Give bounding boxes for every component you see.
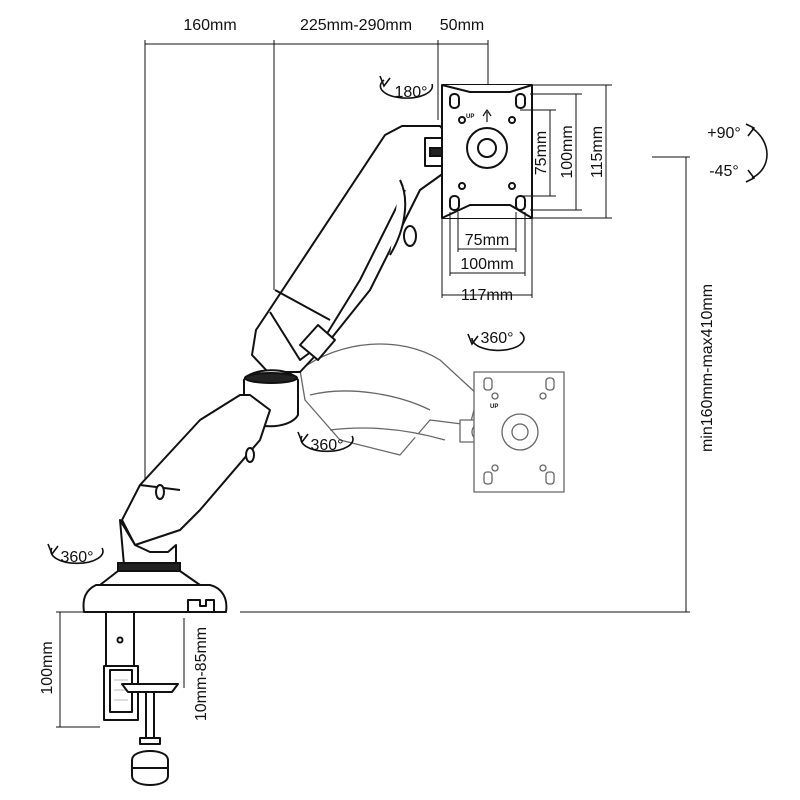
dim-vesa-h-100: 100mm <box>460 256 513 273</box>
rotation-label-middle: 360° <box>310 437 343 454</box>
dim-vesa-v-75: 75mm <box>533 131 550 175</box>
tilt-label-up: +90° <box>707 125 741 142</box>
dim-top-left-offset: 160mm <box>183 17 236 34</box>
dim-vesa-v-100: 100mm <box>559 125 576 178</box>
base-plate <box>82 584 228 613</box>
base-column <box>99 519 201 586</box>
lower-arm <box>121 394 271 546</box>
height-dimension-lines <box>240 156 690 613</box>
rotation-arrow-360-middle-icon <box>297 431 354 453</box>
ghost-arm <box>299 343 489 456</box>
vesa-vertical-dimension-lines <box>520 84 612 219</box>
tilt-label-down: -45° <box>709 163 739 180</box>
dim-plate-offset: 50mm <box>440 17 484 34</box>
rotation-label-base: 360° <box>60 549 93 566</box>
dim-arm-reach: 225mm-290mm <box>300 17 412 34</box>
desk-clamp <box>103 611 179 786</box>
dim-plate-width: 117mm <box>461 287 513 304</box>
upper-arm <box>251 125 454 373</box>
ghost-vesa-plate: UP <box>473 371 565 493</box>
dim-plate-height: 115mm <box>589 126 606 178</box>
dim-clamp-height: 100mm <box>39 641 56 694</box>
dim-desk-thickness: 10mm-85mm <box>193 627 210 721</box>
dim-vesa-h-75: 75mm <box>465 232 509 249</box>
rotation-label-plate: 180° <box>394 84 427 101</box>
clamp-dimension-lines <box>56 611 185 728</box>
tilt-arrow-icon <box>745 123 768 183</box>
vesa-plate: UP <box>441 84 533 219</box>
rotation-arrow-360-base-icon <box>47 543 104 565</box>
ghost-plate-up-marking: UP <box>490 404 498 410</box>
rotation-label-upper: 360° <box>480 330 513 347</box>
vesa-horizontal-dimension-lines <box>441 212 533 298</box>
rotation-arrow-180-icon <box>379 75 434 99</box>
vesa-plate-up-marking: UP <box>466 114 474 120</box>
top-dimension-lines <box>144 40 489 505</box>
rotation-arrow-360-upper-icon <box>467 331 525 352</box>
dim-height-range: min160mm-max410mm <box>699 284 716 452</box>
